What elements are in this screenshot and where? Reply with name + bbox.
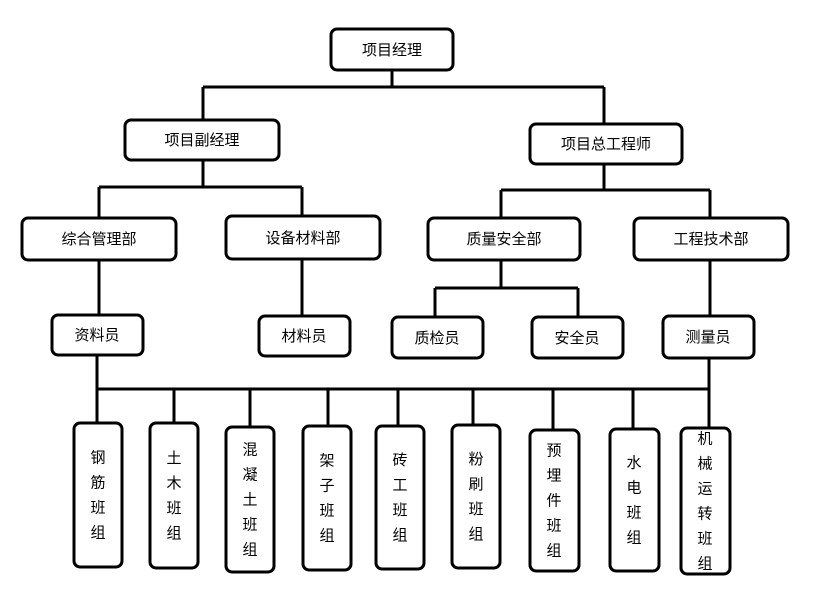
node-label: 测量员 [685,328,730,346]
node-label: 项目副经理 [164,131,239,149]
team-label: 砖工班组 [392,451,407,544]
node-quality-safety-dept: 质量安全部 [426,216,582,262]
connector-teams-bus [95,355,711,391]
node-team-concrete: 混凝土班组 [224,425,276,574]
node-deputy-manager: 项目副经理 [123,118,281,162]
node-general-management-dept: 综合管理部 [20,216,178,262]
node-label: 设备材料部 [265,229,340,247]
node-team-embedded-parts: 预埋件班组 [528,428,581,573]
connector-quality-split [433,260,580,317]
connector-manager-split [201,70,606,124]
team-label: 混凝土班组 [242,441,257,559]
node-document-clerk: 资料员 [50,313,145,357]
node-label: 综合管理部 [61,230,136,248]
node-team-machinery: 机械运转班组 [679,426,732,576]
connector-deputy-split [97,160,304,218]
node-team-plumbing-electrical: 水电班组 [608,427,661,573]
node-label: 项目经理 [362,41,422,59]
node-engineering-tech-dept: 工程技术部 [632,216,790,262]
node-equipment-materials-dept: 设备材料部 [224,214,382,261]
node-safety-officer: 安全员 [530,315,625,360]
node-team-civil: 土木班组 [148,421,200,570]
node-label: 质量安全部 [466,230,541,248]
node-team-scaffold: 架子班组 [301,424,353,572]
team-label: 粉刷班组 [468,450,483,543]
node-quality-inspector: 质检员 [390,315,485,360]
node-label: 安全员 [554,329,599,347]
node-label: 项目总工程师 [561,135,651,153]
connector-chief-split [499,164,712,218]
node-team-rebar: 钢筋班组 [72,421,124,569]
node-label: 工程技术部 [673,230,748,248]
node-team-masonry: 砖工班组 [374,424,426,571]
node-label: 质检员 [414,329,459,347]
team-label: 机械运转班组 [697,430,712,573]
team-label: 预埋件班组 [546,442,561,560]
connector-team-drops [95,389,711,430]
team-label: 水电班组 [626,454,641,547]
node-team-plaster: 粉刷班组 [450,423,502,570]
node-project-manager: 项目经理 [329,27,455,72]
node-materials-clerk: 材料员 [257,314,352,358]
node-label: 资料员 [74,326,119,344]
team-label: 架子班组 [319,452,334,545]
connectors [95,70,712,430]
team-label: 土木班组 [166,449,181,542]
team-label: 钢筋班组 [90,449,105,542]
node-surveyor: 测量员 [661,314,756,360]
node-label: 材料员 [281,327,326,345]
node-chief-engineer: 项目总工程师 [528,122,684,166]
